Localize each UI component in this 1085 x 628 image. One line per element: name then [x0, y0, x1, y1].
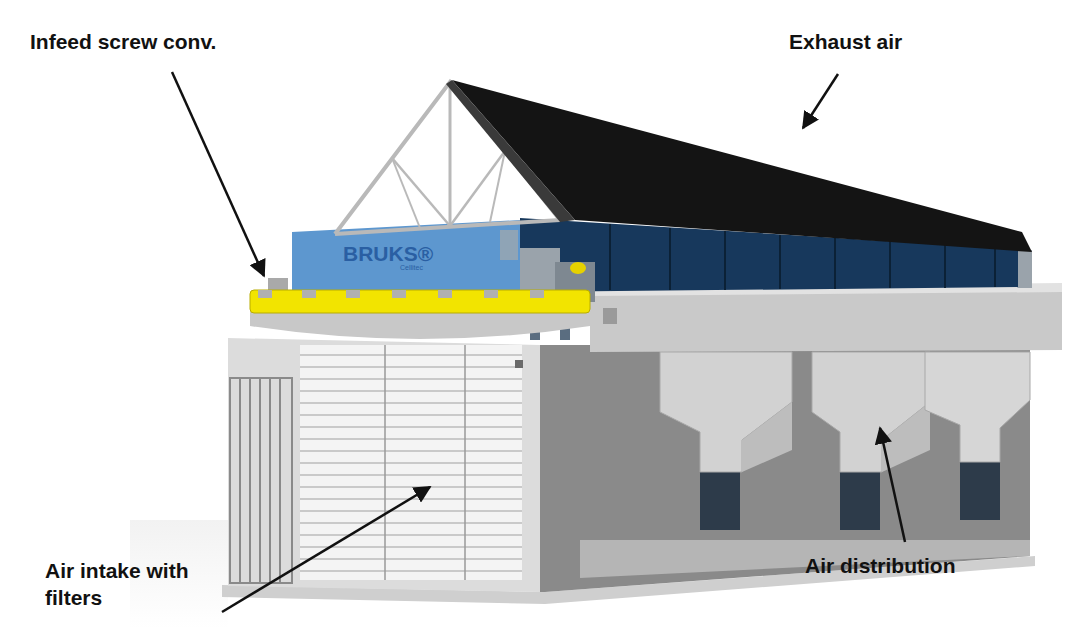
- air-distribution-hoppers: [660, 352, 1030, 530]
- brand-subtitle: Cellitec: [400, 263, 423, 272]
- conveyor-clamps: [258, 290, 544, 298]
- part-label: Air intake with filters: [45, 557, 245, 612]
- leader-lines: [172, 72, 905, 612]
- side-wall: [540, 345, 1030, 592]
- infeed-screw-conveyor: [250, 290, 590, 313]
- leader-arrow: [803, 74, 838, 128]
- part-label: Exhaust air: [789, 28, 902, 55]
- roof-edge: [446, 80, 575, 222]
- housing-box: [500, 230, 518, 260]
- distribution-duct: [590, 287, 1062, 352]
- conveyor-trough: [250, 312, 590, 339]
- duct-hatch: [603, 308, 617, 324]
- leader-arrow: [222, 487, 430, 612]
- part-label: Infeed screw conv.: [30, 28, 216, 55]
- part-label: Air distribution: [805, 552, 956, 579]
- drive-unit: [520, 248, 1032, 340]
- indicator: [515, 360, 523, 368]
- leader-arrow: [172, 72, 264, 276]
- safety-grill: [230, 378, 292, 583]
- roof: [452, 80, 1032, 252]
- leader-arrow: [880, 428, 905, 542]
- front-wall: [228, 338, 540, 592]
- brand-logo: BRUKS®: [343, 240, 433, 267]
